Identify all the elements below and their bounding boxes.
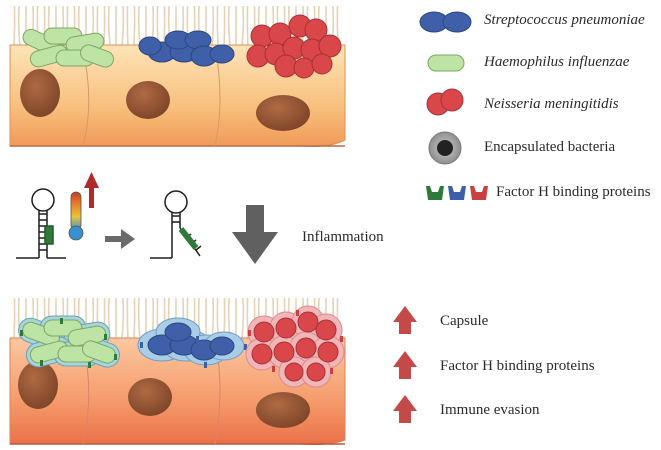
outcome-up-arrow-factor-h (393, 351, 417, 379)
cilium (126, 5, 129, 47)
nucleus (256, 392, 310, 428)
rna-hairpin-closed (16, 188, 66, 259)
encapsulated-bacterium-icon (428, 131, 462, 165)
nucleus (256, 95, 310, 131)
top-epithelium (9, 5, 346, 147)
cilium (241, 5, 245, 47)
cilium (17, 5, 21, 47)
cilium (246, 5, 249, 47)
outcome-up-arrow-capsule (393, 306, 417, 334)
streptococcus-cluster-top (138, 30, 235, 67)
cilium (126, 297, 129, 340)
legend-label-haemophilus: Haemophilus influenzae (484, 54, 630, 70)
outcome-up-arrow-immune-evasion (393, 395, 417, 423)
cilium (107, 5, 111, 47)
cilium (211, 5, 215, 47)
neisseria-cluster-top (246, 14, 342, 79)
cilium (223, 5, 226, 47)
haemophilus-cluster-encapsulated (18, 315, 120, 368)
cilium (246, 297, 249, 340)
outcome-label-capsule: Capsule (440, 313, 489, 329)
bottom-epithelium (9, 297, 346, 445)
cilium (133, 297, 136, 340)
legend-label-streptococcus: Streptococcus pneumoniae (484, 12, 645, 28)
rna-hairpin-open (150, 190, 202, 259)
cilium (216, 5, 219, 47)
inflammation-label: Inflammation (302, 229, 384, 245)
cilium (121, 5, 125, 47)
cilium (133, 5, 136, 47)
haemophilus-cluster-top (22, 27, 114, 68)
cilium (211, 297, 215, 340)
nucleus (18, 361, 58, 409)
neisseria-cluster-encapsulated (245, 305, 345, 388)
nucleus (128, 378, 172, 416)
nucleus (20, 69, 60, 117)
nucleus (126, 81, 170, 119)
blue-diplococcus-icon (419, 11, 472, 33)
cilium (137, 297, 141, 340)
cilium (227, 5, 231, 47)
temperature-up-arrow (84, 172, 99, 208)
cilium (13, 5, 16, 47)
cilium (137, 5, 141, 47)
thermometer-icon (68, 191, 84, 241)
outcome-label-immune-evasion: Immune evasion (440, 402, 540, 418)
cilium (13, 297, 16, 340)
red-diplococcus-icon (426, 88, 464, 116)
gray-right-arrow (105, 229, 135, 249)
legend-label-factor-h: Factor H binding proteins (496, 184, 651, 200)
gray-down-arrow (232, 205, 278, 264)
outcome-label-factor-h: Factor H binding proteins (440, 358, 595, 374)
factor-h-protein-icon (426, 186, 488, 200)
cilium (121, 297, 125, 340)
legend-label-neisseria: Neisseria meningitidis (484, 96, 619, 112)
green-rod-icon (427, 54, 465, 72)
cilium (241, 297, 245, 340)
legend-label-encapsulated: Encapsulated bacteria (484, 139, 616, 155)
streptococcus-cluster-encapsulated (137, 317, 247, 368)
